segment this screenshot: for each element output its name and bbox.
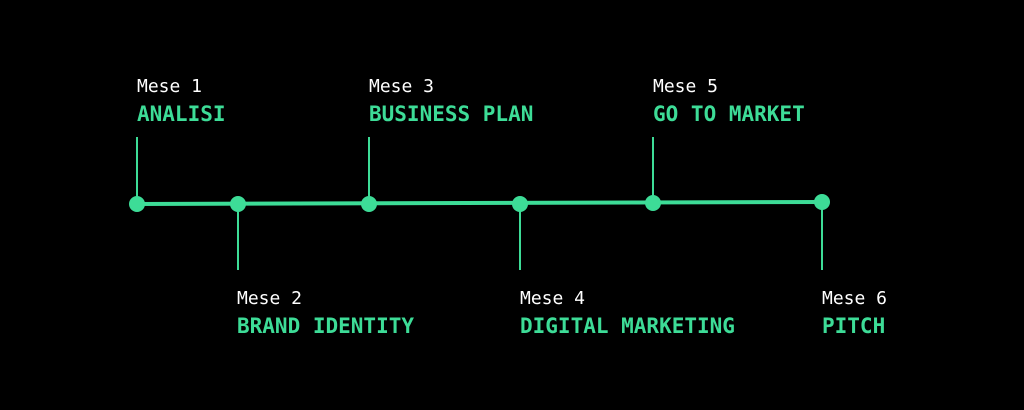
milestone-4-label: Mese 4 DIGITAL MARKETING [520,288,735,339]
milestone-3-month: Mese 3 [369,76,435,97]
milestone-3-node [361,196,377,212]
milestone-5-title: GO TO MARKET [653,102,805,126]
milestone-2-label: Mese 2 BRAND IDENTITY [237,288,414,339]
milestone-5-month: Mese 5 [653,76,719,97]
milestone-6-node [814,194,830,210]
milestone-6-month: Mese 6 [822,288,888,309]
milestone-3-title: BUSINESS PLAN [369,102,534,126]
milestone-5-node [645,195,661,211]
milestone-1-node [129,196,145,212]
milestone-2-month: Mese 2 [237,288,303,309]
milestone-1-title: ANALISI [137,102,226,126]
milestone-5-label: Mese 5 GO TO MARKET [653,76,805,127]
milestone-2-title: BRAND IDENTITY [237,314,415,338]
milestone-4-title: DIGITAL MARKETING [520,314,735,338]
milestone-1-label: Mese 1 ANALISI [137,76,226,127]
milestone-4-node [512,196,528,212]
timeline-axis [136,200,823,206]
milestone-1-month: Mese 1 [137,76,203,97]
milestone-2-node [230,196,246,212]
milestone-4-month: Mese 4 [520,288,586,309]
milestone-6-title: PITCH [822,314,886,338]
milestone-6-label: Mese 6 PITCH [822,288,887,339]
milestone-3-label: Mese 3 BUSINESS PLAN [369,76,533,127]
